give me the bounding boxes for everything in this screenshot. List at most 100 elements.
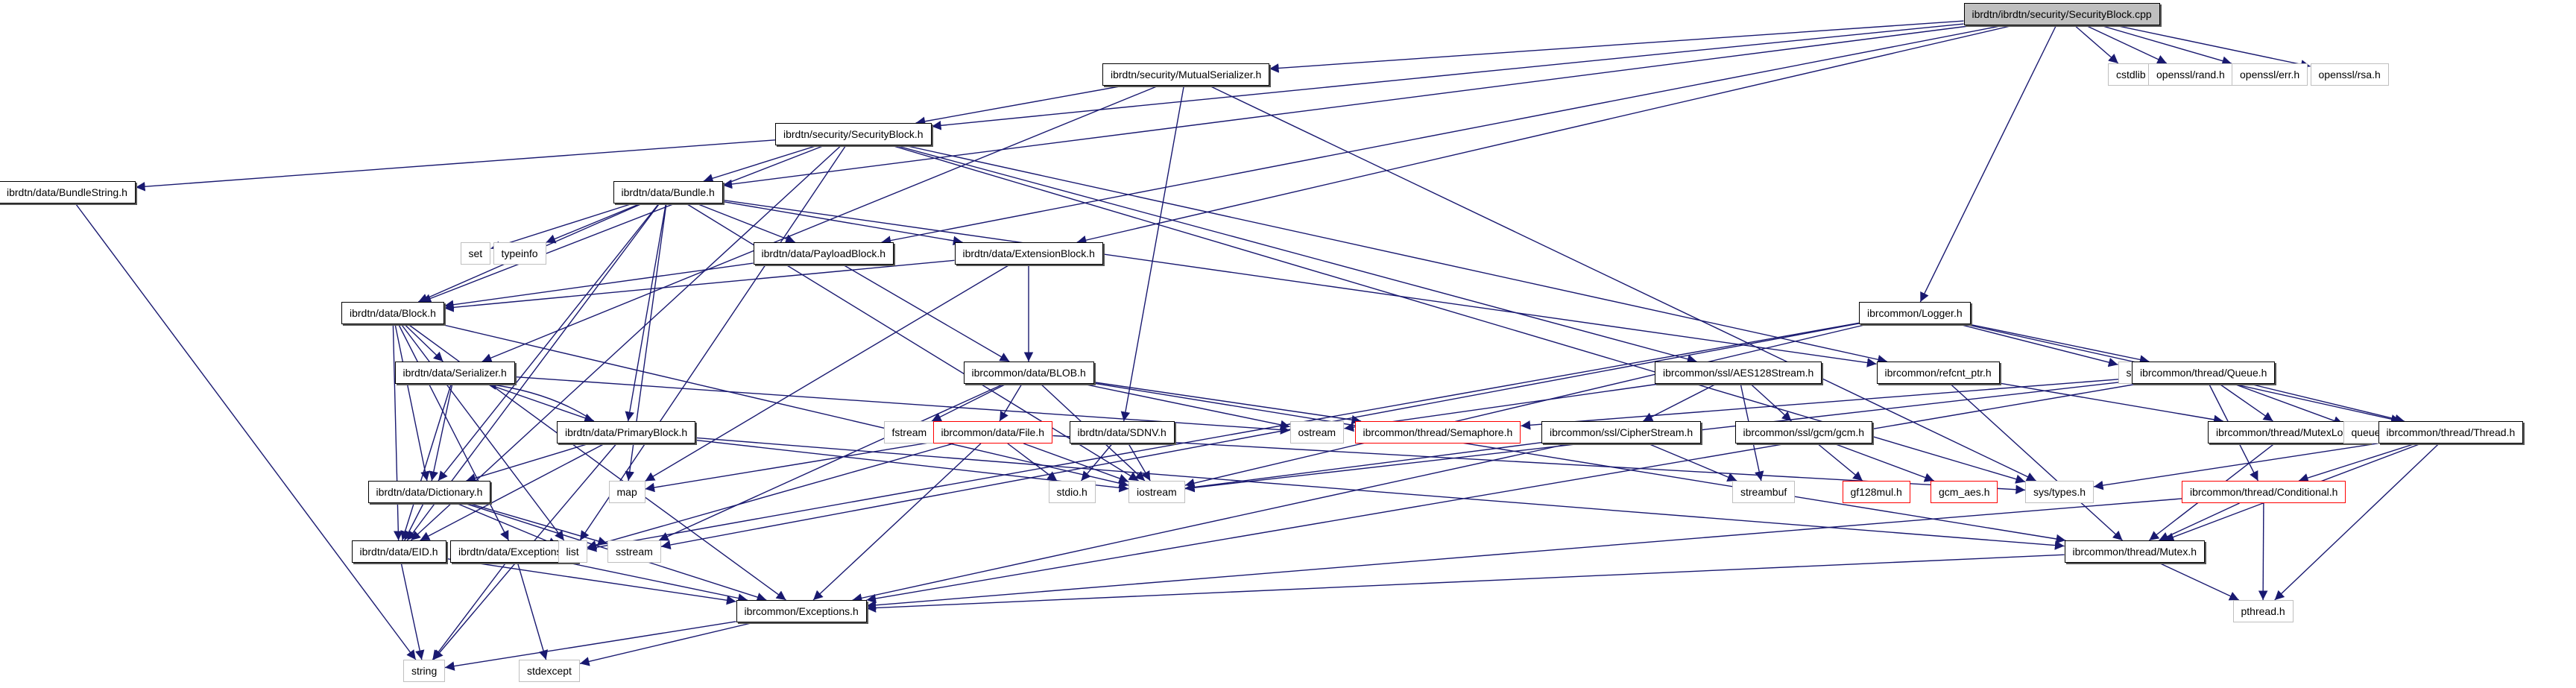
edge-primary-to-mutex xyxy=(695,437,2065,550)
edge-sdnv-to-stdio xyxy=(1081,443,1113,482)
edge-logger-to-list xyxy=(587,322,1860,552)
edge-root-to-logger xyxy=(1919,25,2057,303)
edge-file-to-stdio xyxy=(1007,443,1058,482)
graph-node-file[interactable]: ibrcommon/data/File.h xyxy=(932,421,1053,444)
edge-conditional-to-cexc xyxy=(866,498,2182,610)
graph-node-block[interactable]: ibrdtn/data/Block.h xyxy=(341,302,444,324)
edge-serializer-to-primary xyxy=(486,383,595,423)
graph-node-rand: openssl/rand.h xyxy=(2148,63,2233,86)
graph-node-bstr[interactable]: ibrdtn/data/BundleString.h xyxy=(0,181,136,203)
edge-bundle-to-map xyxy=(625,203,667,482)
edge-queue-to-semaphore xyxy=(1521,377,2133,430)
edge-file-to-cexc xyxy=(812,443,982,601)
edge-payload-to-blob xyxy=(842,264,1010,362)
edge-bundle-to-typeinfo xyxy=(546,203,641,244)
graph-node-serializer[interactable]: ibrdtn/data/Serializer.h xyxy=(394,362,515,384)
edge-bundle-to-dictionary xyxy=(438,203,660,482)
edge-refcnt-to-mutex xyxy=(1950,383,2123,541)
edge-bundle-to-primary xyxy=(625,203,667,422)
edge-block-to-eid xyxy=(392,324,403,541)
edge-root-to-secblk xyxy=(931,23,1964,130)
edge-primary-to-eid xyxy=(420,443,605,541)
edge-file-to-map xyxy=(645,441,933,493)
graph-node-blob[interactable]: ibrcommon/data/BLOB.h xyxy=(963,362,1094,384)
edge-cipher-to-streambuf xyxy=(1647,443,1737,482)
edge-secblk-to-refcnt xyxy=(904,145,1887,364)
edge-dictionary-to-list xyxy=(455,502,558,546)
graph-node-set: set xyxy=(460,242,491,265)
graph-node-primary[interactable]: ibrdtn/data/PrimaryBlock.h xyxy=(557,421,696,444)
graph-node-payload[interactable]: ibrdtn/data/PayloadBlock.h xyxy=(753,242,894,265)
edge-secblk-to-block xyxy=(421,145,825,303)
edge-cipher-to-iostream xyxy=(1184,442,1542,492)
edge-gcm-to-gcmaes xyxy=(1834,443,1934,482)
edge-queue-to-mutexlock xyxy=(2219,383,2273,422)
graph-node-dictionary[interactable]: ibrdtn/data/Dictionary.h xyxy=(367,481,491,503)
graph-node-mutex[interactable]: ibrcommon/thread/Mutex.h xyxy=(2064,540,2206,563)
edge-dictionary-to-sstream xyxy=(467,502,608,546)
edge-queue-to-cexc xyxy=(866,383,2138,604)
graph-node-list: list xyxy=(558,540,587,563)
graph-node-ostream: ostream xyxy=(1289,421,1345,444)
edge-bundle-to-refcnt xyxy=(722,199,1877,367)
edge-mutser-to-serializer xyxy=(482,85,1159,363)
graph-node-secblk[interactable]: ibrdtn/security/SecurityBlock.h xyxy=(775,123,932,145)
graph-node-typeinfo: typeinfo xyxy=(493,242,546,265)
graph-node-queue[interactable]: ibrcommon/thread/Queue.h xyxy=(2132,362,2276,384)
edge-bundle-to-payload xyxy=(695,203,796,244)
graph-node-stdexcept: stdexcept xyxy=(519,660,580,682)
edge-mutex-to-pthread xyxy=(2158,562,2240,601)
graph-node-gcmaes[interactable]: gcm_aes.h xyxy=(1931,481,1998,503)
edge-bstr-to-string xyxy=(75,203,417,660)
graph-node-semaphore[interactable]: ibrcommon/thread/Semaphore.h xyxy=(1354,421,1521,444)
edge-block-to-list xyxy=(400,324,565,541)
edge-logger-to-queue xyxy=(1969,324,2150,364)
edge-cipher-to-cexc xyxy=(852,443,1570,603)
graph-node-gf128[interactable]: gf128mul.h xyxy=(1842,481,1910,503)
edge-root-to-rsa xyxy=(2115,25,2311,69)
graph-node-conditional[interactable]: ibrcommon/thread/Conditional.h xyxy=(2182,481,2346,503)
edge-extblk-to-map xyxy=(645,264,1011,482)
edge-conditional-to-mutex xyxy=(2159,502,2240,541)
graph-node-bundle[interactable]: ibrdtn/data/Bundle.h xyxy=(613,181,723,203)
graph-node-extblk[interactable]: ibrdtn/data/ExtensionBlock.h xyxy=(954,242,1103,265)
edge-secblk-to-bstr xyxy=(135,139,776,192)
edge-root-to-payload xyxy=(881,25,2004,245)
edge-serializer-to-eid xyxy=(400,383,452,541)
edge-file-to-list xyxy=(587,443,954,550)
edge-block-to-serializer xyxy=(404,324,443,362)
edge-eid-to-string xyxy=(400,562,425,660)
edge-block-to-iostream xyxy=(440,324,1129,488)
edge-blob-to-semaphore xyxy=(1093,382,1362,425)
graph-node-fstream: fstream xyxy=(883,421,935,444)
graph-node-err: openssl/err.h xyxy=(2232,63,2308,86)
graph-node-sdnv[interactable]: ibrdtn/data/SDNV.h xyxy=(1069,421,1175,444)
graph-node-dexc[interactable]: ibrdtn/data/Exceptions.h xyxy=(450,540,579,563)
edge-blob-to-file xyxy=(999,383,1023,422)
edge-mutex-to-cexc xyxy=(866,554,2065,613)
edge-root-to-cstdlib xyxy=(2074,25,2119,64)
graph-node-root[interactable]: ibrdtn/ibrdtn/security/SecurityBlock.cpp xyxy=(1963,3,2160,25)
graph-node-cexc[interactable]: ibrcommon/Exceptions.h xyxy=(736,600,867,622)
graph-node-streambuf: streambuf xyxy=(1732,481,1796,503)
graph-node-aes[interactable]: ibrcommon/ssl/AES128Stream.h xyxy=(1655,362,1822,384)
graph-node-gcm[interactable]: ibrcommon/ssl/gcm/gcm.h xyxy=(1734,421,1873,444)
edge-root-to-rand xyxy=(2085,25,2168,64)
graph-node-logger[interactable]: ibrcommon/Logger.h xyxy=(1859,302,1971,324)
graph-node-refcnt[interactable]: ibrcommon/refcnt_ptr.h xyxy=(1876,362,2000,384)
graph-node-mutser[interactable]: ibrdtn/security/MutualSerializer.h xyxy=(1102,63,1270,86)
graph-node-cipher[interactable]: ibrcommon/ssl/CipherStream.h xyxy=(1541,421,1702,444)
graph-node-eid[interactable]: ibrdtn/data/EID.h xyxy=(351,540,446,563)
edge-root-to-err xyxy=(2100,25,2232,66)
edge-serializer-to-dictionary xyxy=(429,383,453,482)
edge-serializer-to-ostream xyxy=(514,376,1290,435)
edge-secblk-to-aes xyxy=(894,145,1697,364)
graph-node-stdio: stdio.h xyxy=(1048,481,1096,503)
graph-node-thread[interactable]: ibrcommon/thread/Thread.h xyxy=(2378,421,2524,444)
edge-block-to-dictionary xyxy=(394,324,430,482)
edge-thread-to-conditional xyxy=(2298,443,2416,483)
edge-dictionary-to-eid xyxy=(404,502,424,541)
edge-gcm-to-gf128 xyxy=(1816,443,1863,482)
